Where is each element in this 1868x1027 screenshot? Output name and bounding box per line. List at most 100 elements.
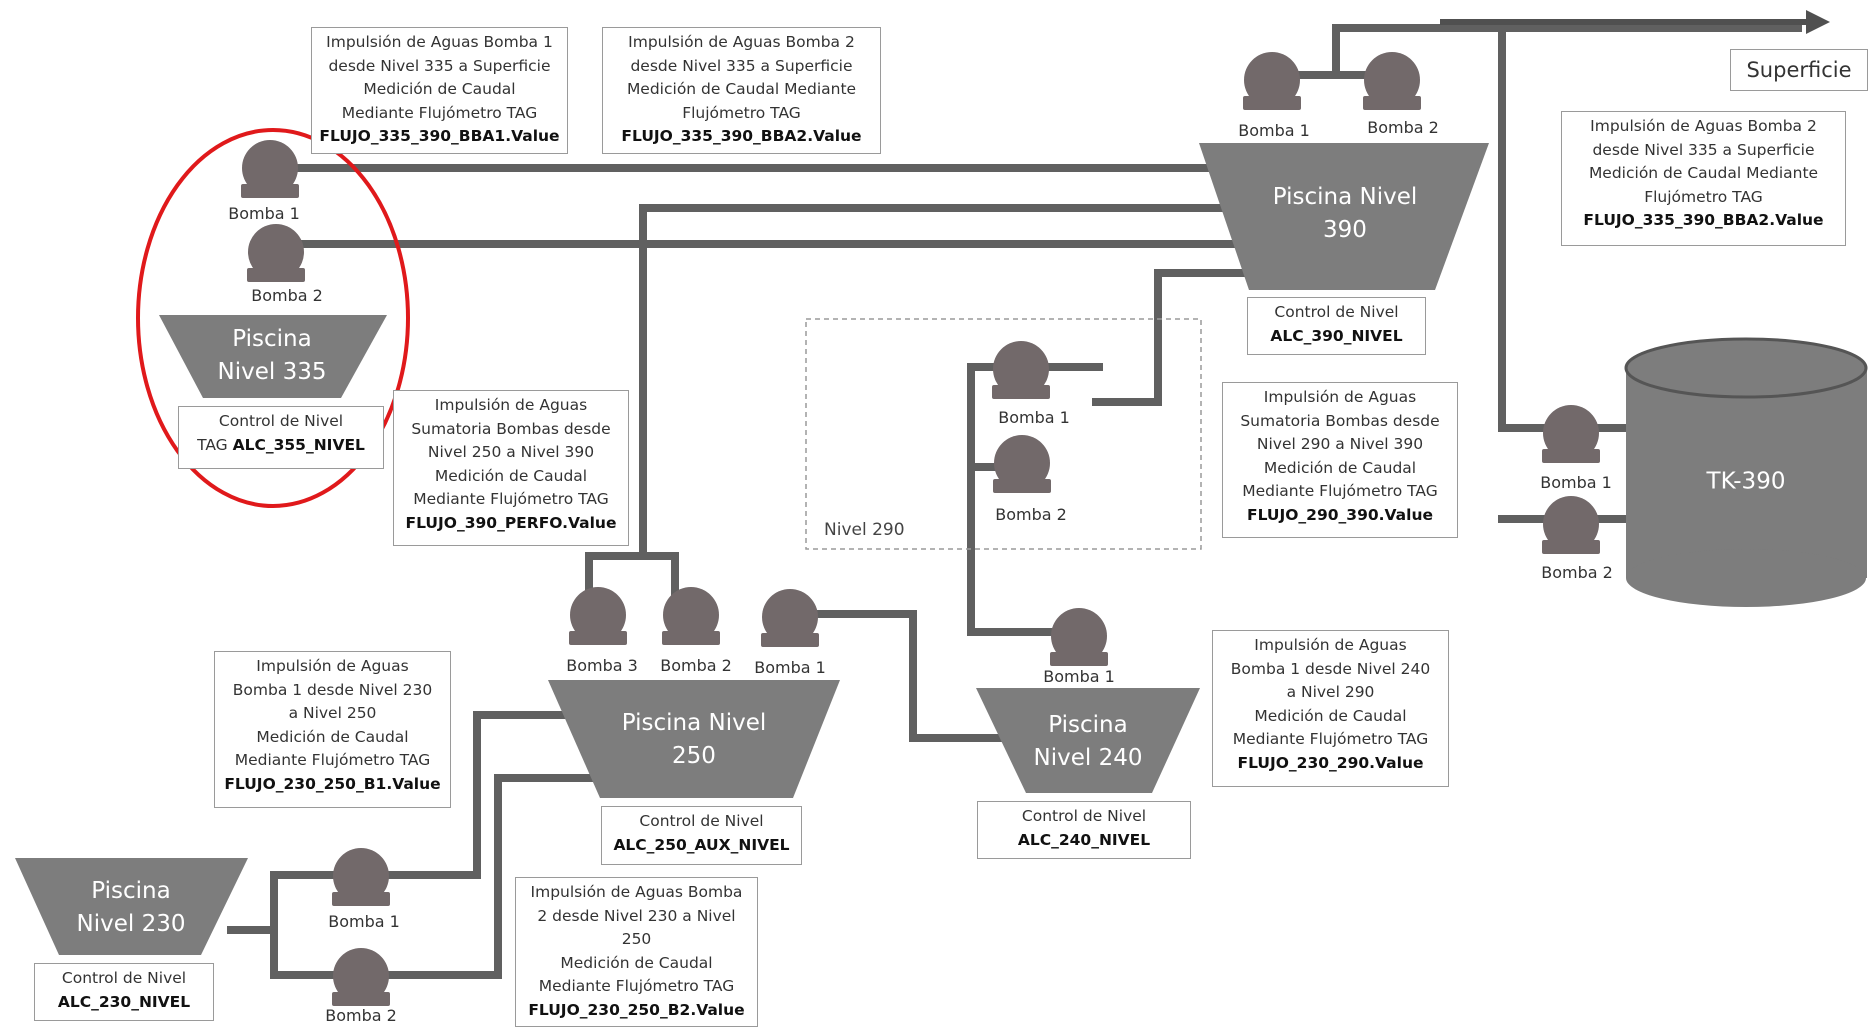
highlight-circle	[136, 128, 410, 508]
info-line: 2 desde Nivel 230 a Nivel	[537, 906, 736, 925]
tag-label: ALC_230_NIVEL	[57, 992, 191, 1011]
info-line: a Nivel 290	[1286, 683, 1375, 701]
info-line: Control de Nivel	[639, 812, 764, 830]
pool-230-label-line1: Piscina	[91, 878, 171, 904]
tank-tk390	[1624, 337, 1868, 607]
info-line: Mediante Flujómetro TAG	[413, 490, 609, 508]
pool-240-label-line2: Nivel 240	[1033, 745, 1143, 771]
info-line: desde Nivel 335 a Superficie	[630, 56, 853, 75]
pump-icon	[332, 848, 390, 906]
info-line: 250	[621, 930, 652, 948]
pipes	[227, 24, 1802, 979]
info-line: Mediante Flujómetro TAG	[1242, 482, 1438, 500]
pool-240-label-line1: Piscina	[1048, 712, 1128, 738]
info-line: Control de Nivel	[1274, 303, 1399, 321]
pool-390-label-line1: Piscina Nivel	[1272, 184, 1418, 210]
pumps	[241, 52, 1600, 1006]
info-line: Impulsión de Aguas	[1263, 388, 1417, 406]
tag-label: ALC_250_AUX_NIVEL	[613, 835, 790, 854]
pipe-perfo	[585, 204, 1247, 602]
pipe-250-240	[774, 610, 1013, 742]
info-box-perfo: Impulsión de Aguas Sumatoria Bombas desd…	[393, 390, 629, 546]
tag-label: ALC_240_NIVEL	[1017, 830, 1151, 849]
info-line: Impulsión de Aguas	[434, 396, 588, 414]
pump-icon	[761, 589, 819, 647]
tag-label: FLUJO_335_390_BBA2.Value	[1583, 211, 1824, 229]
info-box-230-290: Impulsión de Aguas Bomba 1 desde Nivel 2…	[1212, 630, 1449, 787]
pump-label: Bomba 1	[1238, 121, 1310, 140]
info-line: Medición de Caudal Mediante	[1588, 164, 1819, 182]
pool-230-label-line2: Nivel 230	[76, 911, 186, 937]
info-line: Impulsión de Aguas	[256, 657, 409, 675]
pool-250-label-line1: Piscina Nivel	[621, 710, 767, 736]
pump-label: Bomba 1	[754, 658, 826, 677]
info-line: desde Nivel 335 a Superficie	[328, 56, 551, 75]
info-line: Nivel 290 a Nivel 390	[1256, 435, 1424, 453]
info-box-290-390: Impulsión de Aguas Sumatoria Bombas desd…	[1222, 382, 1458, 538]
pipe-230-to-pumps	[227, 871, 346, 979]
info-line: Control de Nivel	[1021, 807, 1147, 825]
info-line: Impulsión de Aguas	[1254, 636, 1407, 654]
info-box-control-230: Control de Nivel ALC_230_NIVEL	[34, 963, 214, 1021]
info-line: Control de Nivel	[218, 412, 344, 430]
tank-label: TK-390	[1706, 468, 1786, 495]
info-line: a Nivel 250	[288, 704, 377, 722]
info-box-control-240: Control de Nivel ALC_240_NIVEL	[977, 801, 1191, 859]
info-line: desde Nivel 335 a Superficie	[1592, 140, 1815, 159]
pump-label: Bomba 2	[1541, 563, 1613, 582]
info-box-bba1: Impulsión de Aguas Bomba 1 desde Nivel 3…	[311, 27, 568, 154]
info-line: Flujómetro TAG	[682, 103, 801, 122]
pump-label: Bomba 2	[995, 505, 1067, 524]
pool-250-label: Piscina Nivel 250	[622, 707, 767, 773]
info-line: Bomba 1 desde Nivel 240	[1230, 659, 1431, 678]
pipe-290	[967, 269, 1256, 636]
pump-icon	[241, 140, 299, 198]
pool-335-label: Piscina Nivel 335	[218, 323, 327, 389]
info-line: Mediante Flujómetro TAG	[234, 751, 431, 769]
tag-label: FLUJO_230_290.Value	[1237, 753, 1424, 772]
pool-230	[15, 858, 248, 955]
info-line: Medición de Caudal	[1263, 458, 1417, 477]
info-line: Medición de Caudal	[363, 80, 516, 98]
pool-240	[976, 688, 1200, 793]
info-line: Bomba 1 desde Nivel 230	[232, 680, 433, 699]
pools	[15, 143, 1489, 955]
info-box-230-250-b2: Impulsión de Aguas Bomba 2 desde Nivel 2…	[515, 877, 758, 1027]
tag-label: FLUJO_290_390.Value	[1246, 505, 1433, 524]
pool-240-label: Piscina Nivel 240	[1034, 709, 1143, 775]
pool-230-label: Piscina Nivel 230	[77, 875, 186, 941]
pump-icon	[1050, 608, 1108, 666]
superficie-label: Superficie	[1730, 49, 1868, 91]
pump-label: Bomba 1	[328, 912, 400, 931]
info-box-control-390: Control de Nivel ALC_390_NIVEL	[1247, 297, 1426, 355]
pump-icon	[332, 948, 390, 1006]
pump-label: Bomba 1	[1540, 473, 1612, 492]
pump-icon	[1542, 496, 1600, 554]
tag-label: FLUJO_335_390_BBA1.Value	[319, 127, 560, 145]
pump-label: Bomba 2	[660, 656, 732, 675]
info-box-bba2-right: Impulsión de Aguas Bomba 2 desde Nivel 3…	[1561, 111, 1846, 246]
info-line: Sumatoria Bombas desde	[1240, 411, 1440, 430]
pool-390	[1199, 143, 1489, 290]
tag-label: ALC_355_NIVEL	[232, 435, 365, 454]
pump-icon	[993, 435, 1051, 493]
info-box-control-335: Control de Nivel TAG ALC_355_NIVEL	[178, 406, 384, 469]
pool-390-label: Piscina Nivel 390	[1273, 181, 1418, 247]
tag-label: FLUJO_390_PERFO.Value	[405, 513, 617, 532]
pump-icon	[1243, 52, 1301, 110]
tag-label: FLUJO_335_390_BBA2.Value	[621, 127, 862, 145]
nivel-290-zone	[805, 318, 1202, 550]
pump-label: Bomba 1	[998, 408, 1070, 427]
info-box-control-250: Control de Nivel ALC_250_AUX_NIVEL	[601, 806, 802, 865]
info-line: Impulsión de Aguas Bomba 1	[326, 33, 553, 51]
pump-icon	[1363, 52, 1421, 110]
pump-label: Bomba 2	[251, 286, 323, 305]
nivel-290-label: Nivel 290	[824, 520, 905, 540]
pool-335-label-line1: Piscina	[232, 326, 312, 352]
pump-icon	[247, 224, 305, 282]
info-line: Mediante Flujómetro TAG	[341, 103, 538, 122]
pump-icon	[992, 341, 1050, 399]
pump-icon	[1542, 405, 1600, 463]
info-box-230-250-b1: Impulsión de Aguas Bomba 1 desde Nivel 2…	[214, 651, 451, 808]
